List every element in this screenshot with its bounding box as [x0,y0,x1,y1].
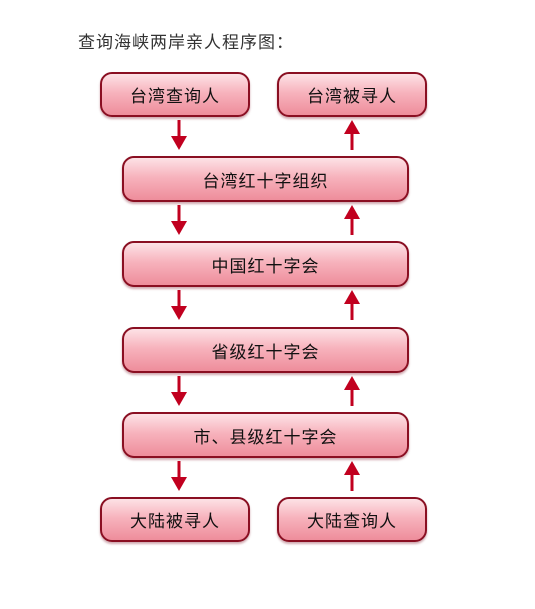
node-taiwan-inquirer: 台湾查询人 [100,72,250,117]
arrow-down-icon [171,120,187,150]
arrow-down-icon [171,376,187,406]
node-taiwan-sought: 台湾被寻人 [277,72,427,117]
node-city-county-red-cross: 市、县级红十字会 [122,412,409,458]
arrow-up-icon [344,120,360,150]
node-china-red-cross: 中国红十字会 [122,241,409,287]
node-mainland-inquirer: 大陆查询人 [277,497,427,542]
arrow-up-icon [344,376,360,406]
node-taiwan-red-cross: 台湾红十字组织 [122,156,409,202]
page-title: 查询海峡两岸亲人程序图： [78,33,294,53]
node-provincial-red-cross: 省级红十字会 [122,327,409,373]
arrow-up-icon [344,290,360,320]
arrow-down-icon [171,290,187,320]
arrow-up-icon [344,205,360,235]
arrow-up-icon [344,461,360,491]
arrow-down-icon [171,461,187,491]
node-mainland-sought: 大陆被寻人 [100,497,250,542]
arrow-down-icon [171,205,187,235]
